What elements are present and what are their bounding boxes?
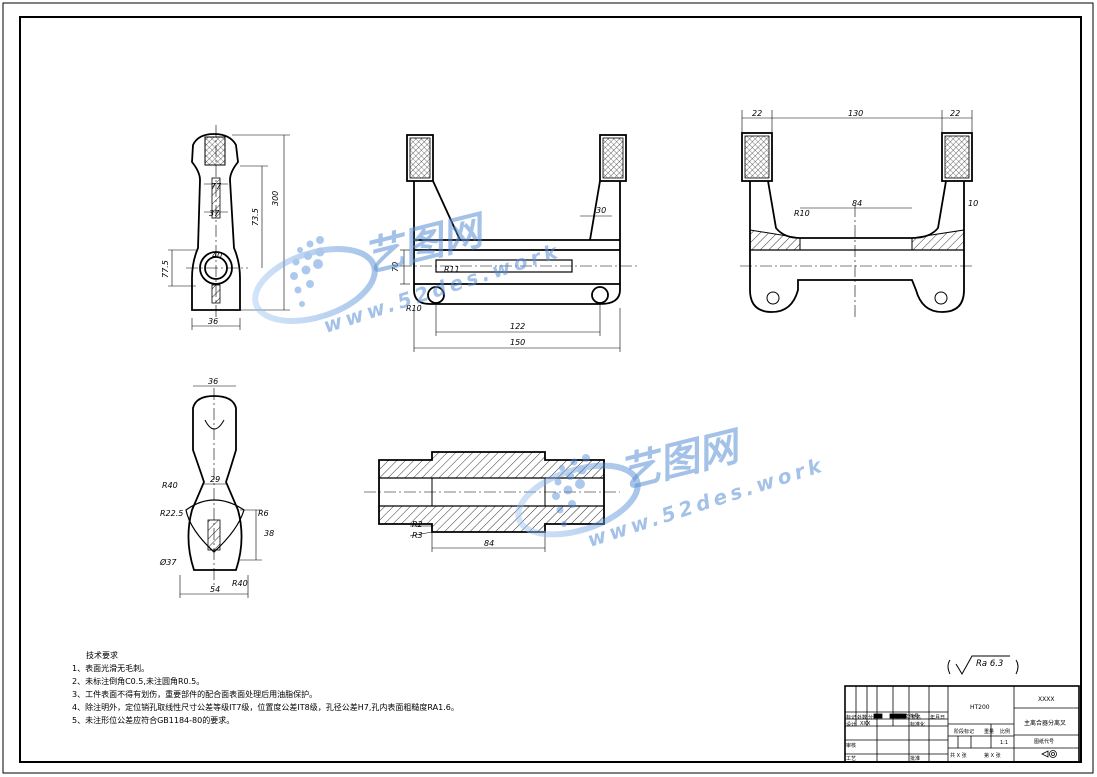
tb-change-doc: 更改文件号 bbox=[894, 714, 920, 720]
dim-v3-5: 10 bbox=[968, 199, 978, 208]
roughness-symbol bbox=[947, 655, 1019, 675]
tb-review: 审核 bbox=[846, 743, 857, 749]
tech-item: 3、工件表面不得有划伤，重要部件的配合面表面处理后用油脂保护。 bbox=[72, 690, 318, 699]
dim-v4-1: 29 bbox=[210, 475, 220, 484]
dim-v4-0: 36 bbox=[208, 377, 218, 386]
tech-requirements-title: 技术要求 bbox=[86, 651, 118, 660]
watermark-logo-1 bbox=[252, 236, 378, 324]
dim-v4-3: R22.5 bbox=[160, 509, 183, 518]
tb-mark: 标记 bbox=[846, 715, 857, 721]
tb-standardize: 标准化 bbox=[910, 722, 926, 728]
watermark-logo-2 bbox=[515, 454, 641, 538]
roughness-label: Ra 6.3 bbox=[976, 659, 1004, 669]
tb-material: HT200 bbox=[970, 704, 990, 711]
tb-sign: 签名 bbox=[911, 715, 922, 721]
tb-part-name: 主离合器分离叉 bbox=[1024, 720, 1067, 727]
dim-v4-2: R40 bbox=[162, 481, 178, 490]
tb-company: XXXX bbox=[1038, 696, 1055, 703]
dim-v3-2: 22 bbox=[950, 109, 960, 118]
tb-zone: 分区 bbox=[868, 715, 879, 721]
view-bottom-left bbox=[179, 385, 262, 598]
tb-drawing-no: 图纸代号 bbox=[1034, 739, 1055, 745]
dim-v2-4: 150 bbox=[510, 338, 525, 347]
dim-v1-5: 77.5 bbox=[161, 260, 170, 278]
view-section-top-right bbox=[740, 110, 975, 318]
dimension-labels: 36 300 77 37 73.5 77.5 40 30 R11 R10 122… bbox=[159, 109, 978, 594]
dim-v5-0: R2 bbox=[412, 520, 423, 529]
inner-border bbox=[19, 16, 1082, 763]
view-shaft-section bbox=[364, 451, 620, 552]
view-side-top-left bbox=[168, 125, 290, 330]
dim-v3-4: 84 bbox=[852, 199, 862, 208]
dim-v1-0: 36 bbox=[208, 317, 218, 326]
tech-item: 4、除注明外，定位销孔取线性尺寸公差等级IT7级，位置度公差IT8级，孔径公差H… bbox=[72, 703, 459, 712]
dim-v4-8: Ø37 bbox=[159, 557, 177, 567]
tech-item: 2、未标注倒角C0.5,未注圆角R0.5。 bbox=[72, 677, 205, 686]
dim-v1-4: 73.5 bbox=[251, 208, 260, 226]
tb-ratio: 比例 bbox=[1000, 729, 1011, 735]
tb-count: 处数 bbox=[857, 715, 868, 721]
tb-approve: 批准 bbox=[910, 756, 921, 762]
dim-v3-0: 22 bbox=[752, 109, 762, 118]
dim-v4-5: R40 bbox=[232, 579, 248, 588]
tb-design: 设计 bbox=[846, 722, 857, 728]
dim-v2-1: R11 bbox=[444, 265, 460, 274]
tb-sheet-no: 第 X 张 bbox=[984, 753, 1001, 759]
dim-v2-2: R10 bbox=[406, 304, 422, 313]
title-block-grid bbox=[844, 685, 1080, 763]
dim-v2-5: 70 bbox=[391, 262, 400, 272]
dim-v4-7: 54 bbox=[210, 585, 220, 594]
dim-v4-4: R6 bbox=[258, 509, 269, 518]
dim-v1-6: 40 bbox=[212, 251, 222, 260]
dim-v3-1: 130 bbox=[848, 109, 863, 118]
dim-v1-3: 37 bbox=[209, 209, 220, 218]
tb-date: 年月日 bbox=[930, 715, 946, 721]
view-front-top-middle bbox=[400, 134, 640, 352]
tb-process: 工艺 bbox=[846, 756, 857, 762]
tb-designer: XXX bbox=[860, 721, 871, 727]
dim-v5-1: R3 bbox=[412, 531, 423, 540]
tech-item: 5、未注形位公差应符合GB1184-80的要求。 bbox=[72, 716, 235, 725]
tb-scale: 1:1 bbox=[1000, 740, 1009, 746]
tb-sheet-total: 共 X 张 bbox=[950, 753, 967, 759]
tb-stage-mark: 阶段标记 bbox=[954, 729, 975, 735]
dim-v4-6: 38 bbox=[264, 529, 274, 538]
tech-item: 1、表面光滑无毛刺。 bbox=[72, 664, 150, 673]
dim-v1-2: 77 bbox=[211, 182, 222, 191]
dim-v5-2: 84 bbox=[484, 539, 494, 548]
dim-v2-0: 30 bbox=[596, 206, 606, 215]
tb-weight: 重量 bbox=[984, 729, 995, 735]
dim-v2-3: 122 bbox=[510, 322, 525, 331]
dim-v1-1: 300 bbox=[271, 191, 280, 206]
tech-requirements: 技术要求 1、表面光滑无毛刺。 2、未标注倒角C0.5,未注圆角R0.5。 3、… bbox=[72, 649, 459, 727]
dim-v3-3: R10 bbox=[794, 209, 810, 218]
